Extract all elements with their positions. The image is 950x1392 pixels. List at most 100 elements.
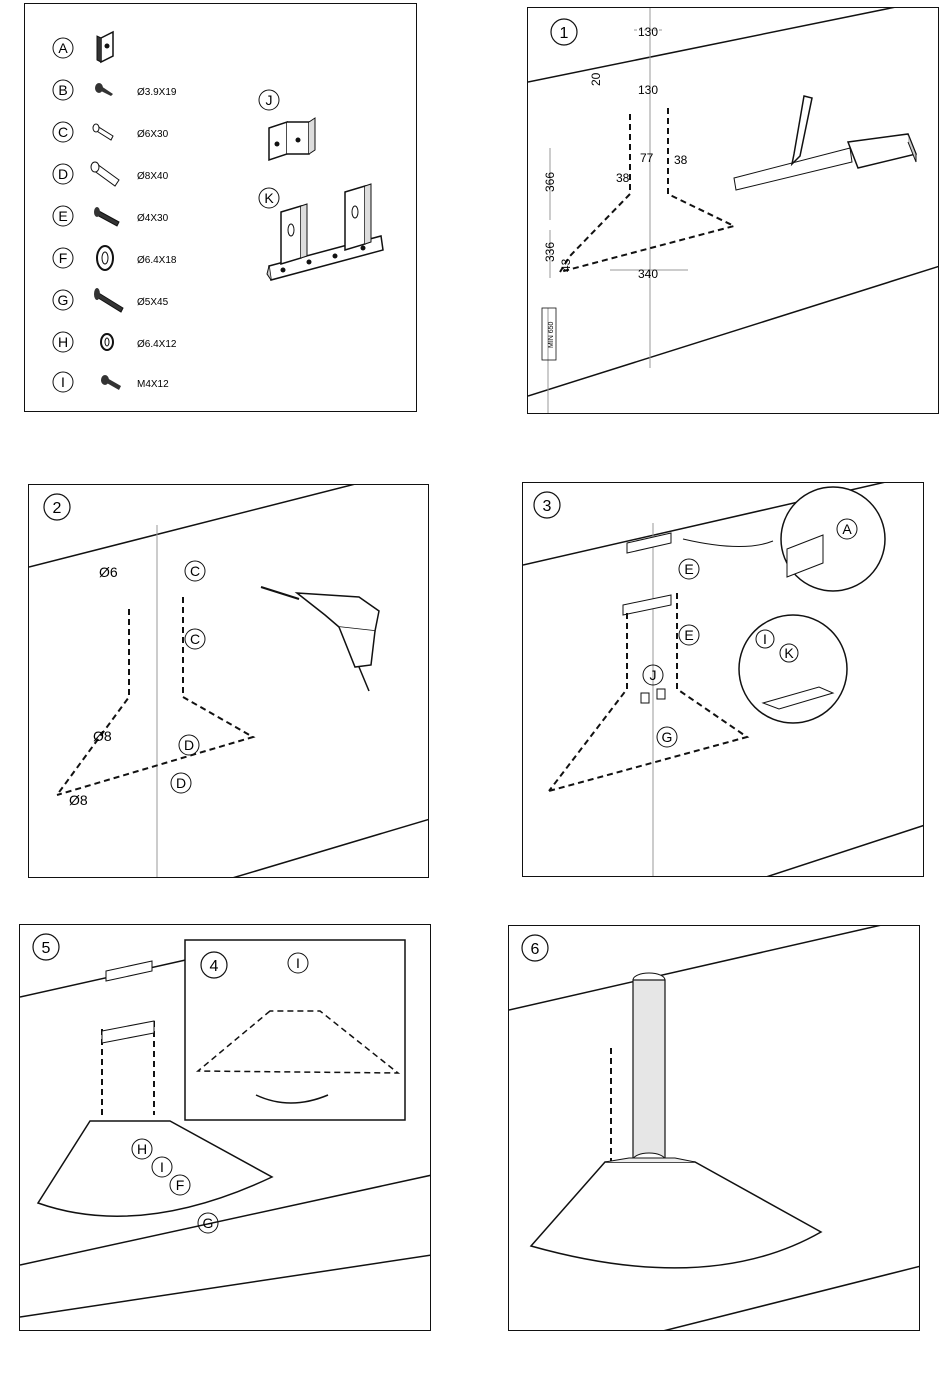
callout-g: G xyxy=(662,729,673,745)
part-size-h: Ø6.4X12 xyxy=(137,339,177,350)
detail-a-circle: A xyxy=(781,487,885,591)
part-row-f: F Ø6.4X18 xyxy=(53,246,177,270)
callout-d-2: D xyxy=(176,775,186,791)
step-4-inset: 4 I xyxy=(185,940,405,1120)
dim-20: 20 xyxy=(589,72,603,86)
callout-i: I xyxy=(160,1159,164,1175)
part-size-d: Ø8X40 xyxy=(137,171,169,182)
step-4-number: 4 xyxy=(210,958,219,975)
drill-icon xyxy=(261,587,379,691)
part-size-b: Ø3.9X19 xyxy=(137,87,177,98)
part-letter-c: C xyxy=(58,124,68,140)
step-1-svg: 1 130 20 130 366 38 77 38 336 43 340 MIN… xyxy=(528,8,939,414)
detail-ik-circle: I K xyxy=(739,615,847,723)
hood-outline-right xyxy=(560,108,734,272)
hood-body xyxy=(38,1121,272,1216)
step-6-number: 6 xyxy=(531,941,540,958)
hood-outline-left xyxy=(57,609,129,795)
step-2-number: 2 xyxy=(53,500,62,517)
step-6-svg: 6 xyxy=(509,926,920,1331)
hood-outline-left xyxy=(560,114,630,272)
step-1-panel: 1 130 20 130 366 38 77 38 336 43 340 MIN… xyxy=(527,7,939,414)
part-size-c: Ø6X30 xyxy=(137,129,169,140)
part-letter-g: G xyxy=(58,292,69,308)
callout-i: I xyxy=(763,631,767,647)
step-2-panel: 2 Ø6 Ø8 Ø8 C C D D xyxy=(28,484,429,878)
bracket-j: J xyxy=(259,90,315,160)
callout-e-2: E xyxy=(684,627,693,643)
part-letter-d: D xyxy=(58,166,68,182)
screw-small-icon xyxy=(95,83,113,96)
part-size-f: Ø6.4X18 xyxy=(137,255,177,266)
hood-outline-right xyxy=(549,593,747,791)
part-letter-h: H xyxy=(58,334,68,350)
screw-large-icon xyxy=(94,288,123,312)
label-o8-b: Ø8 xyxy=(69,792,88,808)
callout-j: J xyxy=(650,667,657,683)
part-letter-f: F xyxy=(59,250,68,266)
step-1-number: 1 xyxy=(560,25,569,42)
part-row-c: C Ø6X30 xyxy=(53,122,169,142)
dim-340: 340 xyxy=(638,267,658,281)
part-row-a: A xyxy=(53,32,113,62)
washer-small-icon xyxy=(101,334,113,350)
label-o6: Ø6 xyxy=(99,564,118,580)
dim-336: 336 xyxy=(543,242,557,262)
callout-k: K xyxy=(784,645,794,661)
bracket-j-icon xyxy=(269,118,315,160)
bracket-k-letter: K xyxy=(264,190,274,206)
wall-plug-small-icon xyxy=(93,124,113,140)
part-letter-b: B xyxy=(58,82,67,98)
part-letter-e: E xyxy=(58,208,67,224)
mid-bracket xyxy=(623,595,671,615)
screw-medium-icon xyxy=(94,207,119,226)
step-5-panel: 5 H I F G 4 I xyxy=(19,924,431,1331)
callout-e-1: E xyxy=(684,561,693,577)
part-size-g: Ø5X45 xyxy=(137,297,169,308)
callout-c-2: C xyxy=(190,631,200,647)
dim-130-top: 130 xyxy=(638,25,658,39)
hood-outline-right xyxy=(57,597,253,795)
step-2-svg: 2 Ø6 Ø8 Ø8 C C D D xyxy=(29,485,429,878)
step-3-panel: 3 E E J G A I K xyxy=(522,482,924,877)
dim-43: 43 xyxy=(559,258,573,272)
bolt-icon xyxy=(101,375,121,390)
part-row-h: H Ø6.4X12 xyxy=(53,332,177,352)
step-6-panel: 6 xyxy=(508,925,920,1331)
pencil-icon xyxy=(792,96,812,164)
tape-measure-icon xyxy=(734,134,916,190)
clip-icon xyxy=(97,32,113,62)
bracket-k-icon xyxy=(267,184,383,280)
wall-plug-large-icon xyxy=(91,162,119,186)
flexible-duct xyxy=(633,973,665,1167)
part-row-g: G Ø5X45 xyxy=(53,288,169,312)
dim-38-left: 38 xyxy=(616,171,630,185)
washer-large-icon xyxy=(97,246,113,270)
dim-366: 366 xyxy=(543,172,557,192)
callout-d-1: D xyxy=(184,737,194,753)
callout-g: G xyxy=(203,1215,214,1231)
part-letter-a: A xyxy=(58,40,68,56)
step-5-svg: 5 H I F G 4 I xyxy=(20,925,431,1331)
part-letter-i: I xyxy=(61,374,65,390)
callout-f: F xyxy=(176,1177,185,1193)
parts-svg: A B Ø3.9X19 C Ø6X30 D Ø8X40 xyxy=(25,4,417,412)
hood-body xyxy=(531,1162,821,1268)
dim-38-right: 38 xyxy=(674,153,688,167)
worktop-line xyxy=(528,266,939,396)
dim-77: 77 xyxy=(640,151,654,165)
callout-a: A xyxy=(842,521,852,537)
part-row-e: E Ø4X30 xyxy=(53,206,169,226)
bracket-j-letter: J xyxy=(266,92,273,108)
callout-h: H xyxy=(137,1141,147,1157)
step-3-number: 3 xyxy=(543,498,552,515)
callout-c-1: C xyxy=(190,563,200,579)
dim-130-mid: 130 xyxy=(638,83,658,97)
part-row-d: D Ø8X40 xyxy=(53,162,169,186)
hood-outline-left xyxy=(549,613,627,791)
part-size-i: M4X12 xyxy=(137,379,169,390)
dim-min-650: MIN 650 xyxy=(548,321,555,348)
label-o8-a: Ø8 xyxy=(93,728,112,744)
bracket-k: K xyxy=(259,184,383,280)
part-size-e: Ø4X30 xyxy=(137,213,169,224)
